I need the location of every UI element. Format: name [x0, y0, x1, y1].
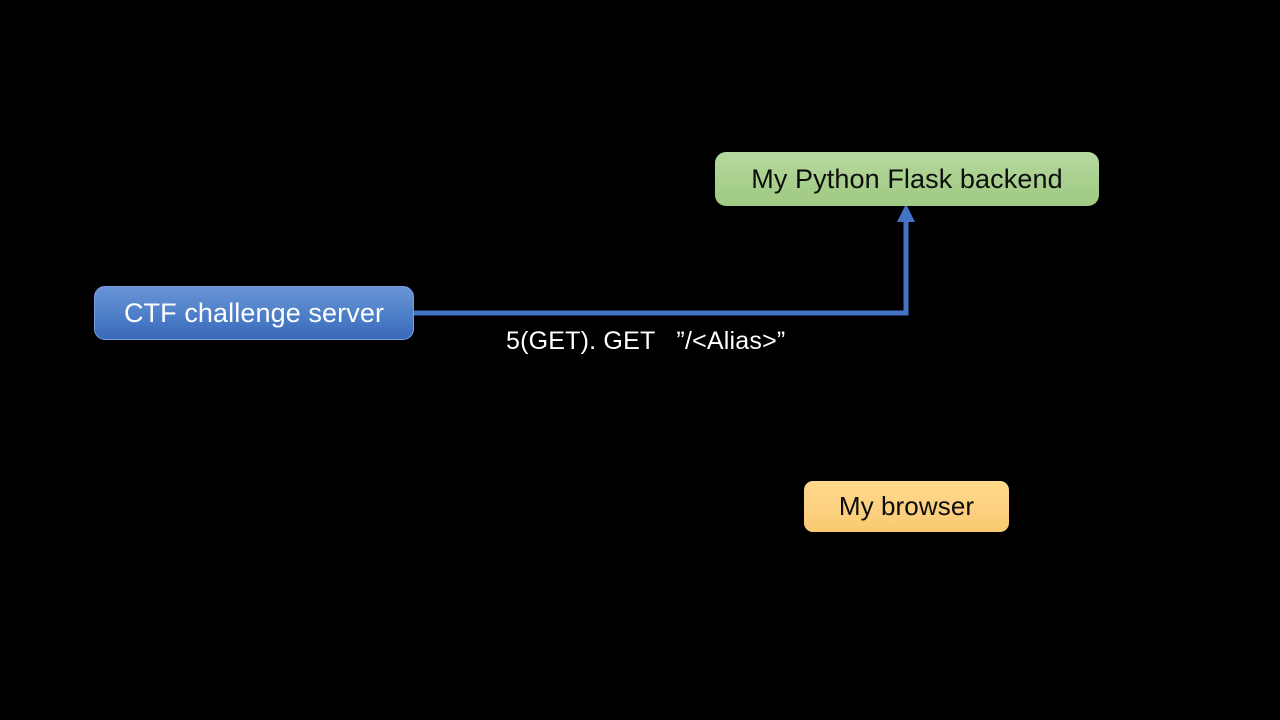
node-ctf-challenge-server[interactable]: CTF challenge server: [94, 286, 414, 340]
node-my-python-flask-backend[interactable]: My Python Flask backend: [715, 152, 1099, 206]
node-label-flask: My Python Flask backend: [751, 163, 1063, 194]
edge-label-ctf-to-flask: 5(GET). GET ”/<Alias>”: [506, 327, 786, 355]
node-label-browser: My browser: [838, 491, 975, 521]
node-my-browser[interactable]: My browser: [804, 481, 1009, 532]
edge-ctf-to-flask: [414, 204, 915, 316]
edge-arrowhead-ctf-to-flask: [897, 204, 915, 222]
edge-path-ctf-to-flask: [414, 218, 909, 316]
node-label-ctf: CTF challenge server: [123, 297, 385, 328]
